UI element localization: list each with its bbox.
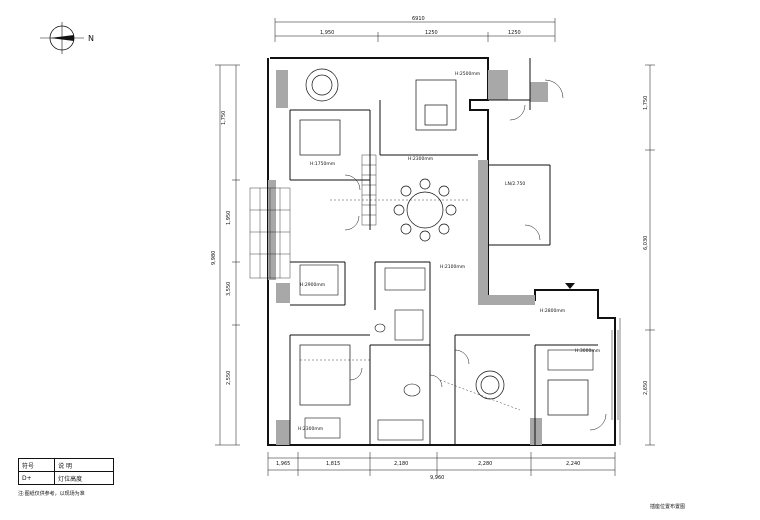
room-tag-5: H:2900mm — [300, 282, 325, 288]
level-marker-icon — [565, 283, 575, 289]
leader-lines — [300, 199, 521, 411]
left-dimension-lines — [215, 64, 240, 446]
dim-left-1: 1,750 — [221, 111, 227, 125]
room-tag-7: H:3000mm — [575, 348, 600, 354]
tea-table — [305, 68, 339, 102]
dim-bottom-4: 2,280 — [478, 461, 492, 467]
interior-partitions — [289, 58, 598, 445]
dim-top-total: 6910 — [412, 16, 425, 22]
dim-top-1: 1,950 — [320, 30, 334, 36]
legend-table: 符号 说 明 D+ 灯位高度 — [17, 458, 114, 485]
beds — [299, 79, 589, 416]
right-window — [611, 318, 621, 445]
room-tag-2: H:2300mm — [408, 156, 433, 162]
dim-right-1: 1,750 — [643, 96, 649, 110]
right-dimension-lines — [645, 64, 655, 446]
round-table — [475, 370, 505, 400]
legend-symbol: D+ — [17, 471, 56, 485]
room-tag-1: H:2500mm — [455, 71, 480, 77]
stair — [361, 154, 377, 226]
room-tag-3: H:1750mm — [310, 161, 335, 167]
dim-bottom-5: 2,240 — [566, 461, 580, 467]
structural-columns — [268, 70, 548, 445]
legend-row: 符号 说 明 — [17, 458, 114, 472]
drawing-note: 注:图纸仅供参考，以现场为准 — [18, 491, 85, 497]
legend-desc: 说 明 — [54, 458, 114, 472]
dim-bottom-3: 2,180 — [394, 461, 408, 467]
level-label: LN/2.750 — [505, 181, 525, 187]
legend-desc: 灯位高度 — [54, 471, 114, 485]
dim-top-3: 1250 — [508, 30, 521, 36]
room-tag-4: H:2100mm — [440, 264, 465, 270]
dim-bottom-1: 1,965 — [276, 461, 290, 467]
door-swings — [344, 79, 607, 431]
compass-north-label: N — [88, 34, 94, 43]
top-dimension-lines — [274, 18, 556, 42]
dim-left-total: 9,980 — [211, 251, 217, 265]
room-tag-6: H:2800mm — [540, 308, 565, 314]
room-tag-8: H:2300mm — [298, 426, 323, 432]
dining-table — [393, 178, 457, 242]
dim-right-3: 2,650 — [643, 381, 649, 395]
legend-symbol: 符号 — [17, 458, 56, 472]
dim-bottom-total: 9,960 — [430, 475, 444, 481]
balcony-glazing — [249, 187, 291, 279]
legend-row: D+ 灯位高度 — [17, 471, 114, 485]
outer-walls — [267, 57, 616, 446]
dim-left-2: 1,950 — [226, 211, 232, 225]
bathroom-fixtures — [299, 264, 594, 441]
compass-icon — [40, 22, 84, 54]
dim-right-2: 6,030 — [643, 236, 649, 250]
drawing-title: 插座位置布置图 — [650, 504, 686, 510]
dim-top-2: 1250 — [425, 30, 438, 36]
dim-left-4: 2,550 — [226, 371, 232, 385]
dim-bottom-2: 1,815 — [326, 461, 340, 467]
dim-left-3: 3,550 — [226, 282, 232, 296]
bottom-dimension-lines — [267, 452, 616, 476]
